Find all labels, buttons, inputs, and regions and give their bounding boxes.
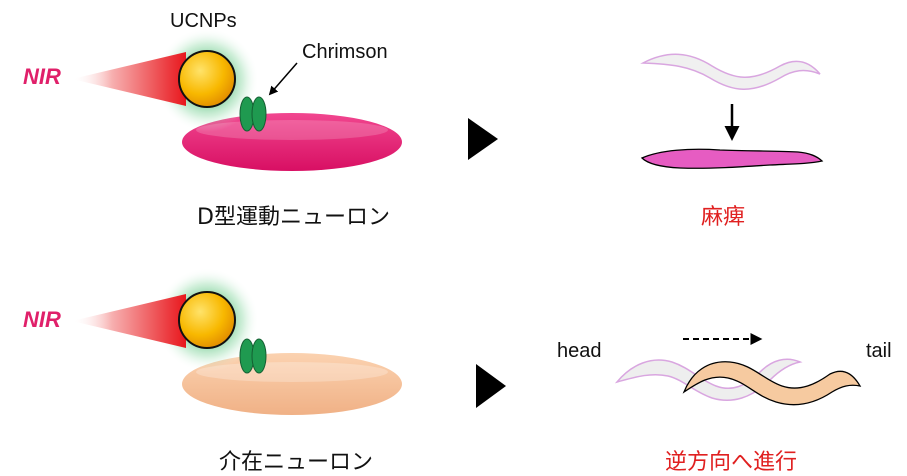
worm-paralyzed	[642, 149, 822, 168]
ucnp-particle	[179, 292, 235, 348]
neuron-label: 介在ニューロン	[219, 444, 373, 476]
nir-beam	[72, 294, 186, 348]
result-arrow-triangle	[476, 364, 506, 408]
bottom-panel	[72, 268, 860, 415]
tail-label: tail	[866, 340, 892, 363]
nir-label: NIR	[23, 64, 61, 90]
result-label: 逆方向へ進行	[665, 444, 797, 476]
ucnps-label: UCNPs	[170, 10, 237, 33]
result-arrow-triangle	[468, 118, 498, 160]
neuron-label: D型運動ニューロン	[197, 199, 390, 231]
top-panel	[72, 28, 822, 171]
chrimson-pointer	[270, 63, 297, 94]
nir-beam	[72, 52, 186, 106]
head-label: head	[557, 340, 602, 363]
worm-before-outline	[643, 54, 820, 89]
ucnp-particle	[179, 51, 235, 107]
nir-label: NIR	[23, 307, 61, 333]
chrimson-label: Chrimson	[302, 41, 388, 64]
result-label: 麻痺	[701, 199, 745, 231]
